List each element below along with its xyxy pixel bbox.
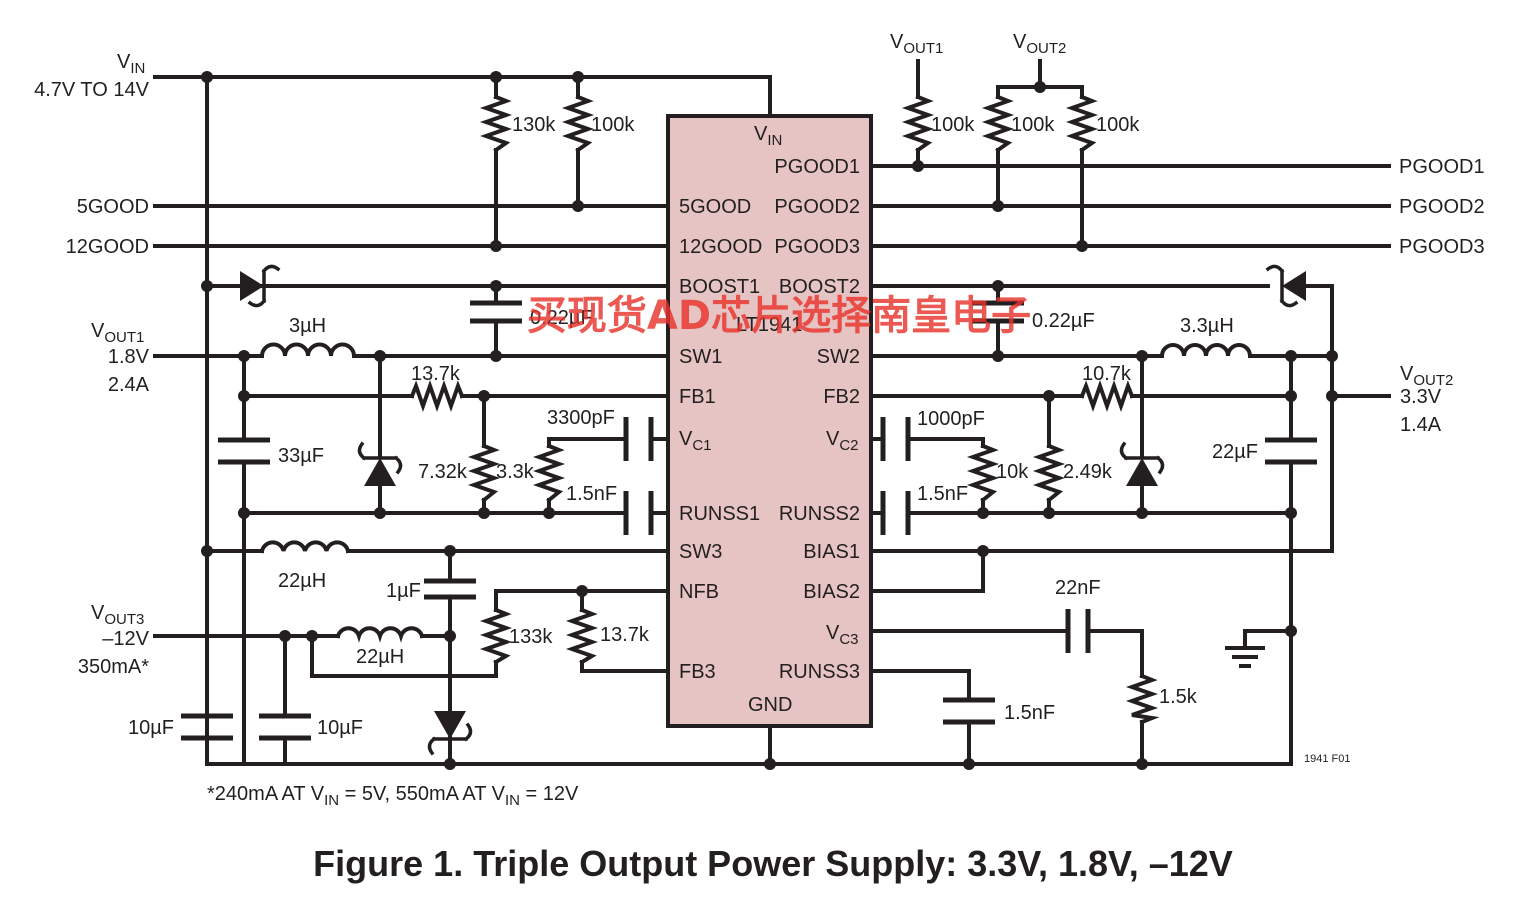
top-vout2-label: VOUT2 bbox=[1013, 31, 1066, 57]
label-r249: 2.49k bbox=[1063, 461, 1113, 483]
ground-icon bbox=[1225, 646, 1265, 668]
pin-fb3: FB3 bbox=[679, 661, 716, 683]
pgood3-label: PGOOD3 bbox=[1399, 236, 1485, 258]
vout3-label: VOUT3 bbox=[91, 602, 144, 628]
pin-vin: VIN bbox=[754, 123, 782, 149]
pin-runss3: RUNSS3 bbox=[779, 661, 860, 683]
pin-vc3: VC3 bbox=[826, 622, 859, 648]
vout1-label: VOUT1 bbox=[91, 320, 144, 346]
label-r10k: 10k bbox=[996, 461, 1029, 483]
vin-range: 4.7V TO 14V bbox=[34, 79, 150, 101]
junction-dots bbox=[201, 71, 1338, 770]
ic-part-name: LT1941 bbox=[736, 314, 802, 336]
external-labels: VIN 4.7V TO 14V 5GOOD 12GOOD VOUT1 1.8V … bbox=[34, 31, 1484, 678]
label-c15n-3: 1.5nF bbox=[1004, 702, 1055, 724]
pin-pgood2: PGOOD2 bbox=[774, 196, 860, 218]
label-r137-1: 13.7k bbox=[411, 363, 461, 385]
label-l22u-1: 22µH bbox=[278, 570, 326, 592]
pin-bias2: BIAS2 bbox=[803, 581, 860, 603]
label-c15n-2: 1.5nF bbox=[917, 483, 968, 505]
label-c22u: 22µF bbox=[1212, 441, 1258, 463]
diodes bbox=[240, 264, 1306, 756]
inductors bbox=[259, 342, 1253, 643]
pin-runss2: RUNSS2 bbox=[779, 503, 860, 525]
pin-vc1: VC1 bbox=[679, 428, 712, 454]
figure-code: 1941 F01 bbox=[1304, 753, 1350, 765]
label-c10u-1: 10µF bbox=[128, 717, 174, 739]
vout2-voltage: 3.3V bbox=[1400, 386, 1442, 408]
label-c022-1: 0.22µF bbox=[530, 307, 593, 329]
pin-sw1: SW1 bbox=[679, 346, 722, 368]
pgood2-label: PGOOD2 bbox=[1399, 196, 1485, 218]
pin-bias1: BIAS1 bbox=[803, 541, 860, 563]
vout3-voltage: –12V bbox=[102, 628, 149, 650]
label-r33k: 3.3k bbox=[496, 461, 535, 483]
label-r107: 10.7k bbox=[1082, 363, 1132, 385]
top-vout1-label: VOUT1 bbox=[890, 31, 943, 57]
label-l22u-2: 22µH bbox=[356, 646, 404, 668]
pin-12good: 12GOOD bbox=[679, 236, 762, 258]
pin-boost2: BOOST2 bbox=[779, 276, 860, 298]
pin-gnd: GND bbox=[748, 694, 792, 716]
label-r100k-c: 100k bbox=[1011, 114, 1055, 136]
pgood1-label: PGOOD1 bbox=[1399, 156, 1485, 178]
label-r100k-a: 100k bbox=[591, 114, 635, 136]
label-r130k: 130k bbox=[512, 114, 556, 136]
pin-fb2: FB2 bbox=[823, 386, 860, 408]
pin-sw3: SW3 bbox=[679, 541, 722, 563]
wires bbox=[153, 59, 1391, 766]
vout3-current: 350mA* bbox=[78, 656, 149, 678]
footnote: *240mA AT VIN = 5V, 550mA AT VIN = 12V bbox=[207, 783, 579, 809]
figure-caption: Figure 1. Triple Output Power Supply: 3.… bbox=[313, 843, 1233, 884]
label-r137-2: 13.7k bbox=[600, 624, 650, 646]
pin-vc2: VC2 bbox=[826, 428, 859, 454]
label-l3u-2: 3.3µH bbox=[1180, 315, 1234, 337]
pin-pgood3: PGOOD3 bbox=[774, 236, 860, 258]
vin-label: VIN bbox=[117, 51, 145, 77]
watermark: 买现货AD芯片选择南皇电子 bbox=[527, 293, 1031, 339]
label-l3u-1: 3µH bbox=[289, 315, 326, 337]
pin-runss1: RUNSS1 bbox=[679, 503, 760, 525]
label-c22n: 22nF bbox=[1055, 577, 1101, 599]
label-c10u-2: 10µF bbox=[317, 717, 363, 739]
pin-nfb: NFB bbox=[679, 581, 719, 603]
5good-label: 5GOOD bbox=[77, 196, 149, 218]
pin-fb1: FB1 bbox=[679, 386, 716, 408]
label-r133k: 133k bbox=[509, 626, 553, 648]
component-labels: 130k 100k 100k 100k 100k 0.22µF 0.22µF 3… bbox=[128, 114, 1258, 739]
vout2-label: VOUT2 bbox=[1400, 363, 1453, 389]
ic-left-pins: 5GOOD 12GOOD BOOST1 SW1 FB1 VC1 RUNSS1 S… bbox=[679, 123, 802, 716]
label-r100k-d: 100k bbox=[1096, 114, 1140, 136]
12good-label: 12GOOD bbox=[66, 236, 149, 258]
label-c33u: 33µF bbox=[278, 445, 324, 467]
label-r15k: 1.5k bbox=[1159, 686, 1198, 708]
vout1-voltage: 1.8V bbox=[108, 346, 150, 368]
label-r732: 7.32k bbox=[418, 461, 468, 483]
vout2-current: 1.4A bbox=[1400, 414, 1442, 436]
label-c15n-1: 1.5nF bbox=[566, 483, 617, 505]
pin-pgood1: PGOOD1 bbox=[774, 156, 860, 178]
resistors bbox=[409, 94, 1160, 725]
label-c022-2: 0.22µF bbox=[1032, 310, 1095, 332]
pin-5good: 5GOOD bbox=[679, 196, 751, 218]
label-c1u: 1µF bbox=[386, 580, 421, 602]
label-r100k-b: 100k bbox=[931, 114, 975, 136]
ic-right-pins: PGOOD1 PGOOD2 PGOOD3 BOOST2 SW2 FB2 VC2 … bbox=[774, 156, 860, 683]
pin-sw2: SW2 bbox=[817, 346, 860, 368]
ic-body bbox=[666, 114, 873, 728]
label-c3300p: 3300pF bbox=[547, 407, 615, 429]
capacitors bbox=[181, 300, 1317, 741]
pin-boost1: BOOST1 bbox=[679, 276, 760, 298]
vout1-current: 2.4A bbox=[108, 374, 150, 396]
label-c1000p: 1000pF bbox=[917, 408, 985, 430]
